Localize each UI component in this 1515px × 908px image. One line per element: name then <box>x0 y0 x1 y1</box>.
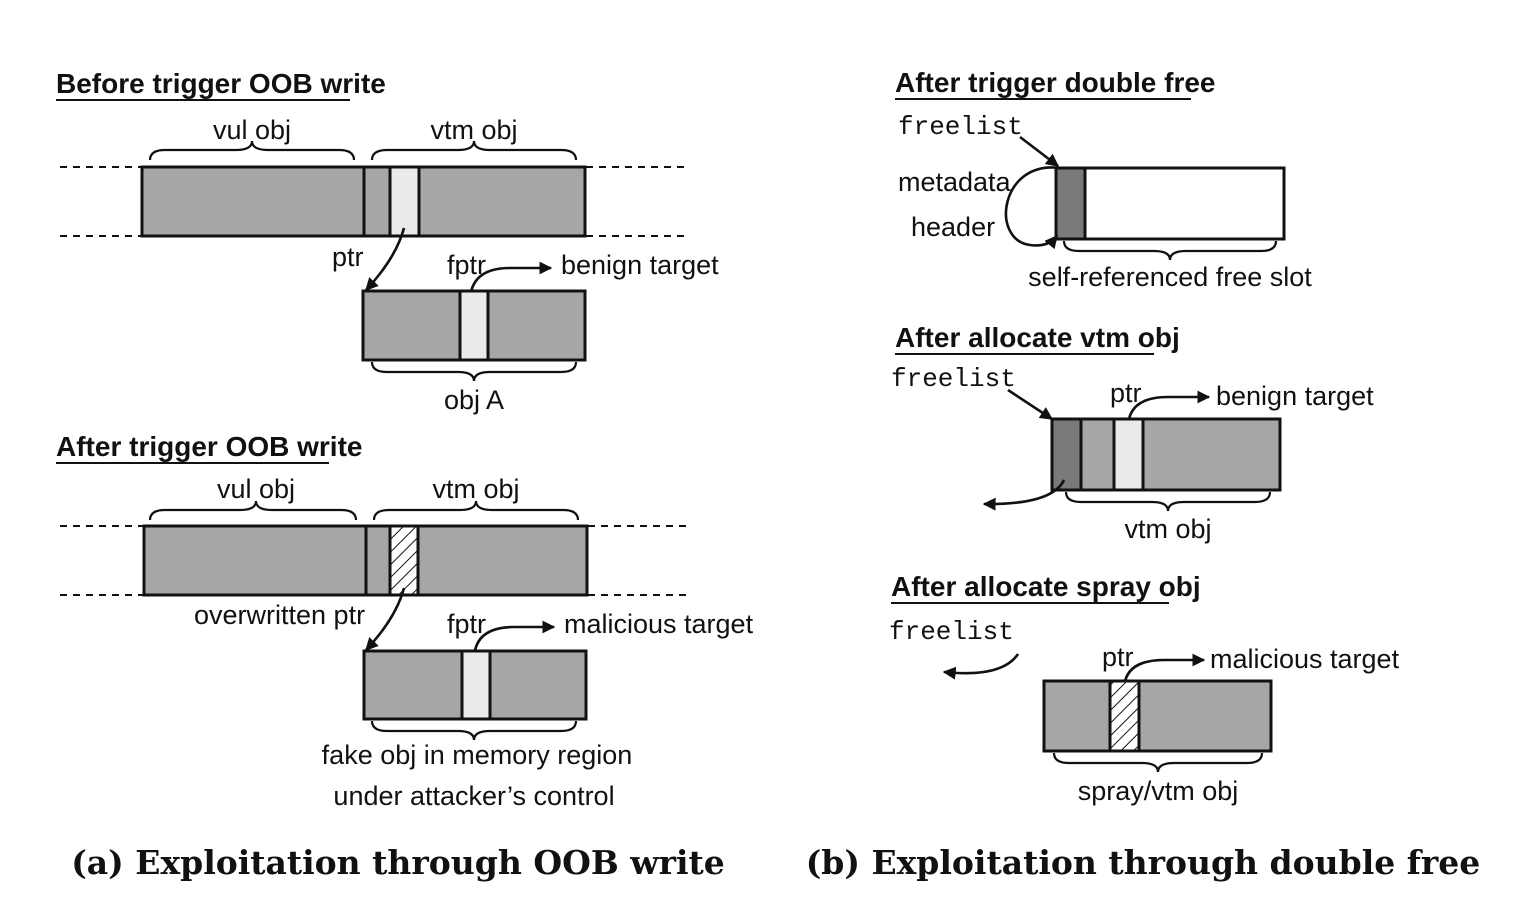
overwritten-ptr-field <box>1108 679 1141 753</box>
vul-obj-block <box>140 165 366 238</box>
vtm-obj-label: vtm obj <box>432 474 519 504</box>
ptr-label: ptr <box>1110 378 1142 408</box>
vul-obj-brace <box>148 500 358 521</box>
vtm-obj-brace <box>372 500 580 521</box>
freelist-next-arrow <box>942 653 1020 680</box>
free-slot-block <box>1054 166 1286 241</box>
benign-target-label: benign target <box>561 250 719 280</box>
alloc-vtm-title: After allocate vtm obj <box>895 322 1180 353</box>
fptr-label: fptr <box>447 250 486 280</box>
fptr-field <box>460 649 492 721</box>
alloc-spray-title: After allocate spray obj <box>891 571 1201 602</box>
before-oob-title: Before trigger OOB write <box>56 68 386 99</box>
spray-obj-label: spray/vtm obj <box>1078 776 1239 806</box>
header-label: header <box>911 212 995 242</box>
metadata-header-field <box>1050 417 1083 492</box>
benign-target-label: benign target <box>1216 381 1374 411</box>
freelist-arrow <box>1007 388 1054 421</box>
freelist-arrow <box>1019 135 1060 168</box>
ptr-arrow <box>365 227 406 291</box>
malicious-target-label: malicious target <box>564 609 754 639</box>
ptr-label: ptr <box>332 242 364 272</box>
ptr-field <box>388 165 421 238</box>
after-oob-title: After trigger OOB write <box>56 431 362 462</box>
freelist-label: freelist <box>889 617 1014 647</box>
vul-obj-label: vul obj <box>213 115 291 145</box>
metadata-header-field <box>1054 166 1087 241</box>
fptr-label: fptr <box>447 609 486 639</box>
double-free-title: After trigger double free <box>895 67 1215 98</box>
panel-a-after: After trigger OOB write vul obj vtm obj … <box>56 431 754 811</box>
vtm-obj-brace <box>1064 491 1272 512</box>
overwritten-ptr-field <box>388 524 420 597</box>
vtm-obj-brace <box>370 140 578 161</box>
obj-a-label: obj A <box>444 385 504 415</box>
free-slot-brace <box>1062 240 1278 261</box>
overwritten-ptr-label: overwritten ptr <box>194 600 365 630</box>
freelist-label: freelist <box>891 364 1016 394</box>
ptr-label: ptr <box>1102 642 1134 672</box>
vul-obj-brace <box>148 140 356 161</box>
caption-a: (a) Exploitation through OOB write <box>71 843 725 882</box>
panel-b-double-free: After trigger double free freelist metad… <box>895 67 1312 292</box>
vtm-obj-block <box>1050 417 1282 492</box>
caption-b: (b) Exploitation through double free <box>806 843 1481 882</box>
overwritten-ptr-arrow <box>365 587 406 651</box>
fake-obj-label-line1: fake obj in memory region <box>322 740 633 770</box>
freelist-label: freelist <box>898 112 1023 142</box>
malicious-target-label: malicious target <box>1210 644 1400 674</box>
fake-obj-brace <box>370 720 578 741</box>
panel-b-alloc-vtm: After allocate vtm obj freelist ptr beni… <box>891 322 1374 544</box>
free-slot-label: self-referenced free slot <box>1028 262 1312 292</box>
vtm-obj-label: vtm obj <box>1124 514 1211 544</box>
spray-obj-brace <box>1052 752 1264 773</box>
metadata-label: metadata <box>898 167 1012 197</box>
vul-obj-label: vul obj <box>217 474 295 504</box>
fake-obj-label-line2: under attacker’s control <box>333 781 614 811</box>
freelist-next-arrow <box>982 479 1066 511</box>
obj-a-brace <box>370 361 578 382</box>
panel-a-before: Before trigger OOB write vul obj vtm obj… <box>56 68 719 415</box>
vul-obj-block <box>142 524 368 597</box>
self-reference-loop-arrow <box>1004 166 1061 250</box>
ptr-field <box>1112 417 1145 492</box>
fptr-field <box>458 289 490 362</box>
vtm-obj-label: vtm obj <box>430 115 517 145</box>
panel-b-alloc-spray: After allocate spray obj freelist ptr ma… <box>889 571 1400 806</box>
spray-obj-block <box>1042 679 1273 753</box>
